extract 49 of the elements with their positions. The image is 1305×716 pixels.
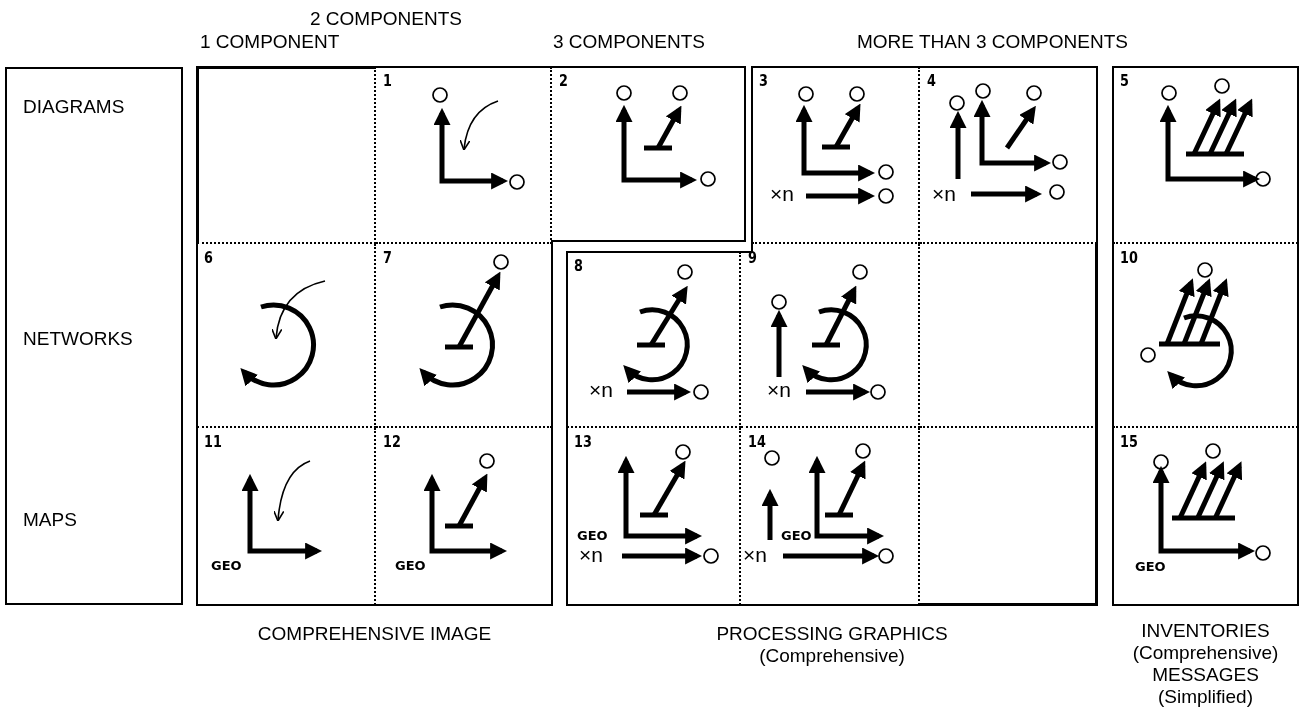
multiplier-label: ×n xyxy=(579,543,603,567)
cell-number: 13 xyxy=(574,432,592,451)
matrix-cell xyxy=(741,428,920,605)
cell-number: 4 xyxy=(927,71,936,90)
matrix-cell xyxy=(376,67,552,244)
column-header: 3 COMPONENTS xyxy=(553,31,706,53)
geo-label: GEO xyxy=(211,557,242,573)
cell-number: 10 xyxy=(1120,248,1138,267)
matrix-cell xyxy=(920,244,1097,428)
row-header: DIAGRAMS xyxy=(23,96,125,118)
group-caption: PROCESSING GRAPHICS xyxy=(715,623,949,645)
cell-number: 1 xyxy=(383,71,392,90)
cell-number: 5 xyxy=(1120,71,1129,90)
cell-number: 12 xyxy=(383,432,401,451)
matrix-cell xyxy=(197,244,376,428)
cell-number: 15 xyxy=(1120,432,1138,451)
matrix-cell xyxy=(752,67,920,244)
group-caption: (Comprehensive) xyxy=(1131,642,1280,664)
cell-number: 7 xyxy=(383,248,392,267)
row-header: NETWORKS xyxy=(23,328,133,350)
multiplier-label: ×n xyxy=(767,378,791,402)
geo-label: GEO xyxy=(577,527,608,543)
cell-number: 6 xyxy=(204,248,213,267)
matrix-cell xyxy=(567,252,741,428)
matrix-cell xyxy=(920,428,1097,605)
row-header: MAPS xyxy=(23,509,77,531)
group-caption: (Simplified) xyxy=(1157,686,1254,708)
column-header: MORE THAN 3 COMPONENTS xyxy=(857,31,1128,53)
column-header: 2 COMPONENTS xyxy=(310,8,463,30)
matrix-cell xyxy=(741,244,920,428)
group-caption: COMPREHENSIVE IMAGE xyxy=(256,623,493,645)
column-header: 1 COMPONENT xyxy=(200,31,340,53)
row-header-panel xyxy=(5,67,183,605)
multiplier-label: ×n xyxy=(770,182,794,206)
matrix-cell xyxy=(197,67,376,244)
cell-number: 11 xyxy=(204,432,222,451)
multiplier-label: ×n xyxy=(932,182,956,206)
cell-number: 8 xyxy=(574,256,583,275)
multiplier-label: ×n xyxy=(589,378,613,402)
group-caption: (Comprehensive) xyxy=(758,645,906,667)
cell-number: 2 xyxy=(559,71,568,90)
multiplier-label: ×n xyxy=(743,543,767,567)
cell-number: 3 xyxy=(759,71,768,90)
cell-number: 14 xyxy=(748,432,766,451)
geo-label: GEO xyxy=(395,557,426,573)
geo-label: GEO xyxy=(1135,558,1166,574)
group-caption: MESSAGES xyxy=(1151,664,1260,686)
group-caption: INVENTORIES xyxy=(1140,620,1271,642)
geo-label: GEO xyxy=(781,527,812,543)
